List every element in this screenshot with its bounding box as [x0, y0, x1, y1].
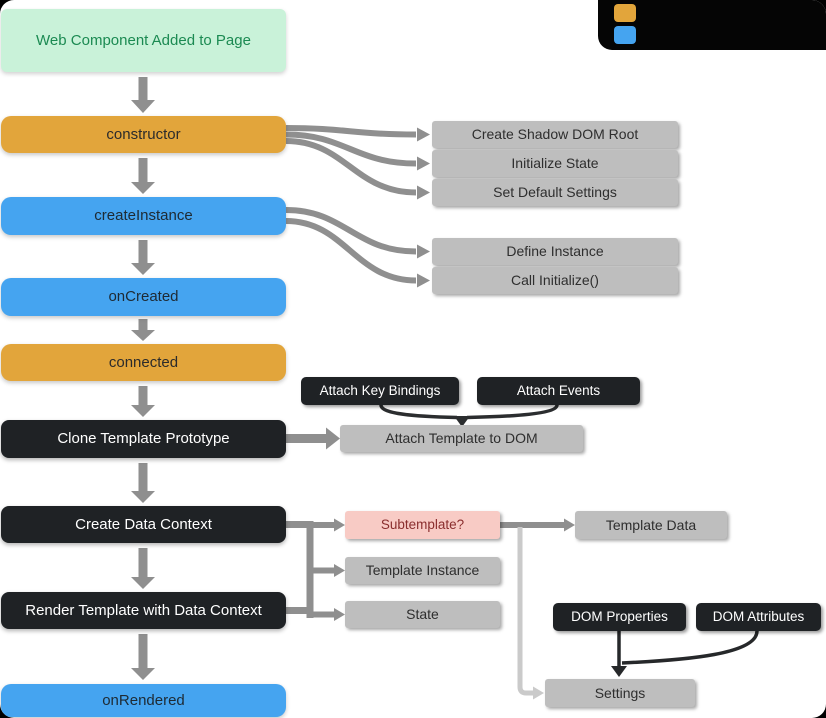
node-constructor: constructor [1, 116, 286, 153]
node-create-data-context: Create Data Context [1, 506, 286, 543]
node-attach-events: Attach Events [477, 377, 640, 405]
arrows-dom-into-settings [611, 630, 759, 677]
arrow-oncreated-to-connected [131, 319, 155, 341]
node-clone-template-prototype: Clone Template Prototype [1, 420, 286, 458]
arrow-clone-to-datacontext [131, 463, 155, 503]
arrows-attach-into-template [379, 404, 559, 427]
node-settings: Settings [545, 679, 695, 707]
arrow-datacontext-to-render [131, 548, 155, 589]
arrow-connected-to-clone [131, 386, 155, 417]
node-call-initialize: Call Initialize() [432, 267, 678, 294]
arrow-subtemplate-to-templatedata [500, 518, 575, 532]
node-template-data: Template Data [575, 511, 727, 539]
node-connected: connected [1, 344, 286, 381]
node-on-rendered: onRendered [1, 684, 286, 717]
node-on-created: onCreated [1, 278, 286, 316]
arrow-start-to-constructor [131, 77, 155, 113]
arrows-constructor-to-tasks [285, 125, 430, 200]
node-define-instance: Define Instance [432, 238, 678, 265]
node-template-instance: Template Instance [345, 557, 500, 584]
node-subtemplate: Subtemplate? [345, 511, 500, 539]
legend-panel [598, 0, 826, 50]
legend-swatch-gold [614, 4, 636, 22]
arrow-clone-to-attach-template [286, 427, 340, 450]
legend-swatch-blue [614, 26, 636, 44]
node-create-shadow-dom-root: Create Shadow DOM Root [432, 121, 678, 148]
node-set-default-settings: Set Default Settings [432, 179, 678, 206]
arrow-constructor-to-createinstance [131, 158, 155, 194]
node-state: State [345, 601, 500, 628]
node-create-instance: createInstance [1, 197, 286, 235]
arrow-createinstance-to-oncreated [131, 240, 155, 275]
node-dom-properties: DOM Properties [553, 603, 686, 631]
node-render-template: Render Template with Data Context [1, 592, 286, 629]
arrows-datacontext-branch [286, 518, 345, 621]
node-attach-key-bindings: Attach Key Bindings [301, 377, 459, 405]
arrow-templatedata-line-to-settings [517, 527, 544, 700]
arrow-render-to-onrendered [131, 634, 155, 680]
node-initialize-state: Initialize State [432, 150, 678, 177]
node-dom-attributes: DOM Attributes [696, 603, 821, 631]
node-attach-template-to-dom: Attach Template to DOM [340, 425, 583, 452]
arrows-createinstance-to-tasks [285, 207, 430, 288]
node-web-component-added: Web Component Added to Page [1, 9, 286, 72]
